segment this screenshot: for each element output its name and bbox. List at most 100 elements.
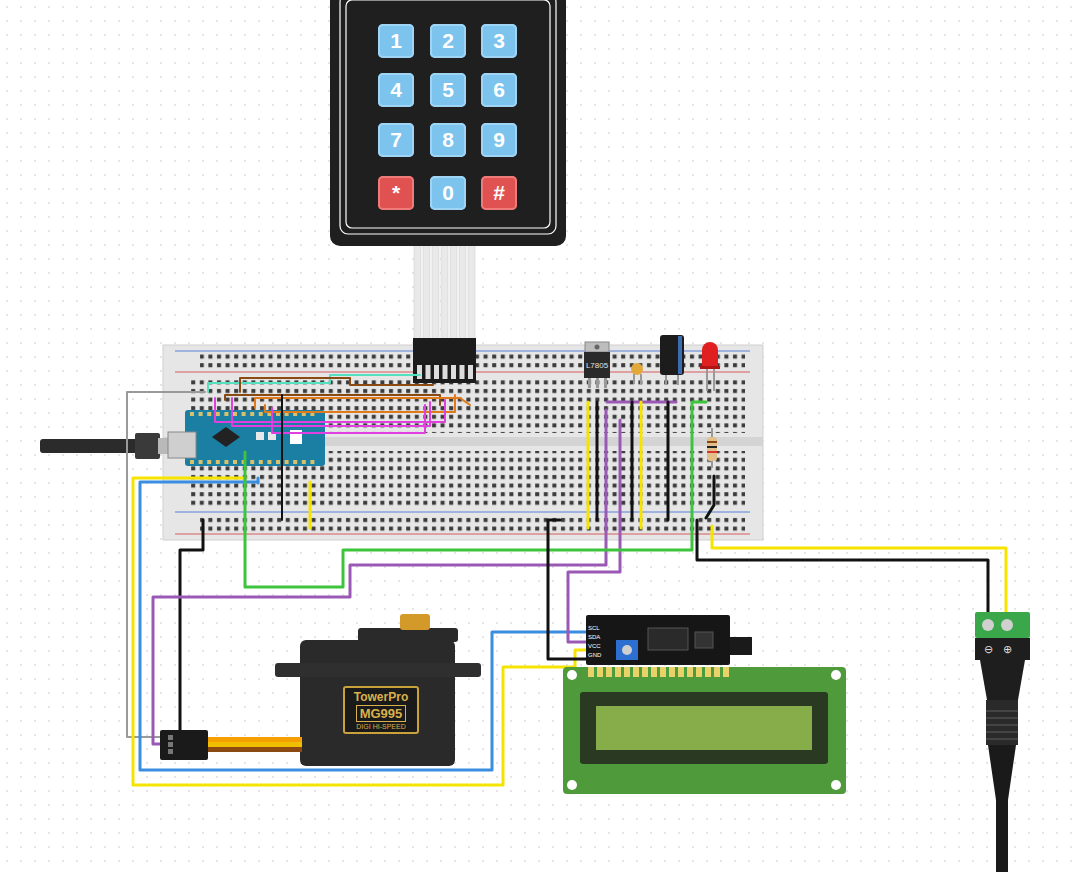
wire: [215, 398, 445, 422]
wire: [568, 420, 620, 642]
nano-pin: [224, 460, 228, 464]
wire: [706, 476, 714, 518]
lcd-pin: [714, 667, 720, 677]
led-leg: [706, 369, 708, 391]
key-label: 8: [442, 128, 454, 152]
wire: [232, 398, 430, 426]
lcd-pin: [723, 667, 729, 677]
nano-pin: [216, 412, 220, 416]
electrolytic-capacitor: [660, 335, 684, 375]
wire: [245, 402, 706, 587]
capacitor-stripe: [678, 336, 682, 374]
nano-pin: [250, 412, 254, 416]
pot-knob: [622, 645, 632, 655]
header-pin: [426, 365, 431, 379]
wire: [180, 520, 203, 752]
led-red: [702, 342, 718, 368]
mount-hole: [831, 780, 841, 790]
resistor-band: [707, 441, 717, 443]
cable-boot: [988, 745, 1016, 800]
i2c-module: [586, 615, 730, 665]
servo-body: [300, 640, 455, 766]
regulator-body: [584, 352, 610, 378]
keypad-key: 4: [378, 73, 414, 107]
key-label: 5: [442, 78, 454, 102]
usb-plug: [135, 433, 160, 459]
lcd-frame: [580, 692, 828, 764]
lcd-pin: [624, 667, 630, 677]
key-label: 2: [442, 29, 454, 53]
nano-pin: [259, 412, 263, 416]
keypad-key: 9: [481, 123, 517, 157]
wire: [596, 402, 599, 520]
wire: [309, 482, 312, 528]
lcd-board: [563, 667, 846, 794]
jack-body: [975, 638, 1030, 660]
ribbon-strip: [459, 244, 466, 340]
nano-pin: [285, 460, 289, 464]
regulator-leg: [588, 378, 591, 388]
lcd-pin: [615, 667, 621, 677]
keypad-key: #: [481, 176, 517, 210]
header-pin: [434, 365, 439, 379]
capacitor-leg: [665, 375, 667, 385]
wire: [712, 526, 1006, 622]
ribbon-strip: [468, 244, 475, 340]
connector-pin: [168, 735, 173, 740]
arduino-nano: [185, 410, 325, 466]
terminal-screw: [982, 619, 994, 631]
terminal-block: [975, 612, 1030, 638]
servo-label: TowerProMG995DIGI HI-SPEED: [343, 686, 419, 734]
nano-pin: [302, 460, 306, 464]
nano-pin: [276, 460, 280, 464]
keypad-key: 5: [430, 73, 466, 107]
servo-wire: [205, 742, 302, 747]
mcu-chip: [212, 427, 240, 447]
nano-pin: [293, 460, 297, 464]
wire: [587, 402, 590, 528]
nano-pin: [190, 460, 194, 464]
jumper: [730, 637, 752, 655]
wire: [133, 478, 586, 785]
terminal-screw: [1001, 619, 1013, 631]
ribbon-strip: [423, 244, 430, 340]
keypad-key: *: [378, 176, 414, 210]
keypad-body: [330, 0, 566, 246]
ribbon-strip: [441, 244, 448, 340]
brand-text: MG995: [356, 705, 407, 722]
led-leg: [713, 369, 715, 391]
wire: [631, 402, 634, 520]
rail-line: [175, 512, 750, 513]
keypad-key: 3: [481, 24, 517, 58]
lcd-pin: [606, 667, 612, 677]
usb-port: [168, 432, 196, 458]
nano-pin: [250, 460, 254, 464]
wire: [255, 398, 470, 408]
pin-name: GND: [588, 652, 601, 658]
nano-pin: [199, 460, 203, 464]
jack-body: [986, 700, 1018, 745]
nano-pin: [207, 460, 211, 464]
lcd-pin: [678, 667, 684, 677]
lcd-pin: [687, 667, 693, 677]
lcd-pin: [705, 667, 711, 677]
resistor-band: [707, 446, 717, 448]
header-pin: [417, 365, 422, 379]
servo-mount: [275, 663, 481, 677]
polarity-mark: ⊕: [1003, 644, 1012, 655]
polarity-mark: ⊖: [984, 644, 993, 655]
wire: [548, 520, 586, 659]
nano-pin: [216, 460, 220, 464]
keypad-border: [346, 0, 550, 228]
key-label: 9: [493, 128, 505, 152]
jack-ridge: [986, 724, 1018, 726]
key-label: #: [493, 181, 505, 205]
jack-ridge: [986, 738, 1018, 740]
usb-cable: [40, 439, 140, 453]
i2c-chip: [695, 632, 713, 648]
brand-text: DIGI HI-SPEED: [356, 723, 405, 730]
header-pin: [443, 365, 448, 379]
resistor-body: [707, 437, 717, 461]
